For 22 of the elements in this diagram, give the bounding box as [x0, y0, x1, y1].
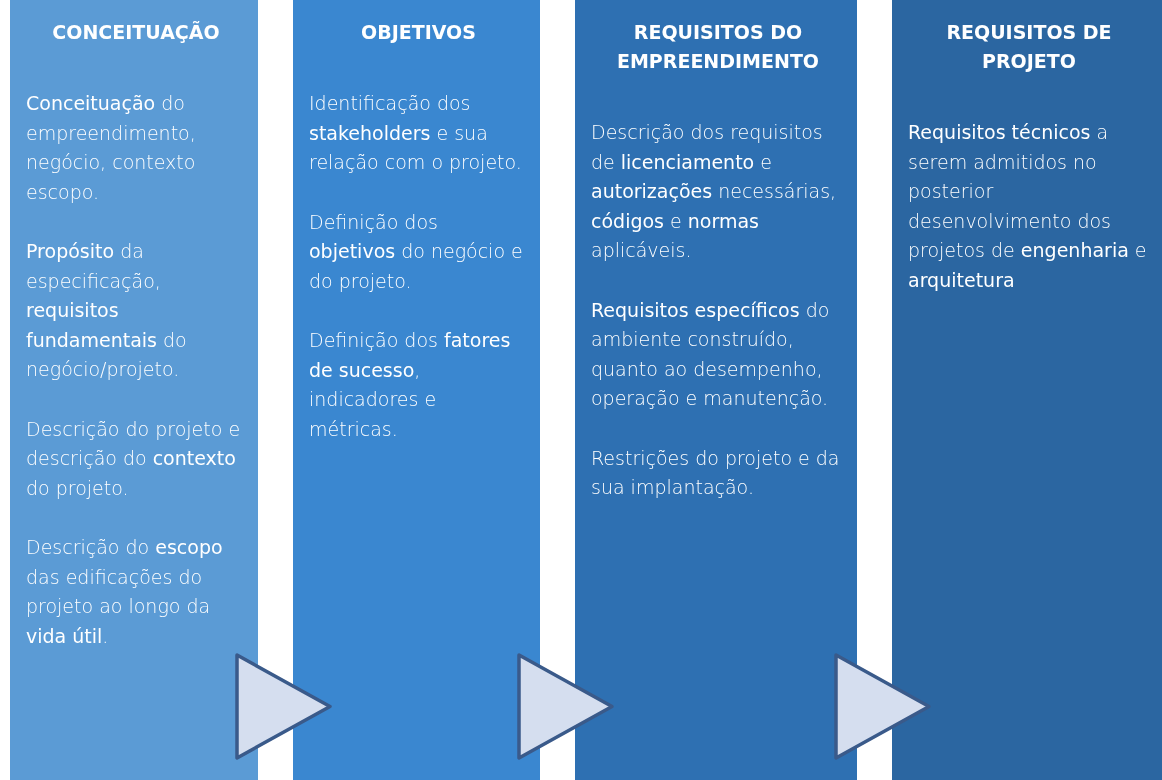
- column-heading: CONCEITUAÇÃO: [51, 20, 221, 45]
- column-heading: OBJETIVOS: [360, 20, 477, 45]
- description-text: Propósito da especificação, requisitos fundamentais do negócio/projeto.: [26, 239, 188, 382]
- description-text: Definição dos fatores de sucesso, indicadores e métricas.: [309, 328, 512, 442]
- description-text: Conceituação do empreendimento, negócio, contexto escopo.: [26, 91, 197, 205]
- column-heading: REQUISITOS DE PROJETO: [945, 20, 1113, 74]
- description-text: Descrição do escopo das edificações do projeto ao longo da vida útil.: [26, 535, 224, 649]
- stage-column: [575, 0, 857, 780]
- stage-column: [10, 0, 258, 780]
- description-text: Restrições do projeto e da sua implantação.: [591, 445, 841, 500]
- stage-column: [892, 0, 1162, 780]
- stage-column: [293, 0, 540, 780]
- chevron-arrow: [235, 653, 332, 760]
- description-text: Identificação dos stakeholders e sua relação com o projeto.: [309, 91, 523, 175]
- column-heading: REQUISITOS DO EMPREENDIMENTO: [615, 20, 820, 74]
- description-text: Descrição dos requisitos de licenciamento e autorizações necessárias, códigos e normas aplicáveis.: [591, 120, 838, 263]
- chevron-arrow: [517, 653, 614, 760]
- description-text: Descrição do projeto e descrição do contexto do projeto.: [26, 416, 242, 501]
- description-text: Requisitos técnicos a serem admitidos no posterior desenvolvimento dos projetos de engenharia e arquitetura: [908, 120, 1148, 293]
- chevron-arrow: [834, 653, 931, 760]
- description-text: Requisitos específicos do ambiente construído, quanto ao desempenho, operação e manutenção.: [591, 297, 831, 411]
- description-text: Definição dos objetivos do negócio e do projeto.: [309, 209, 524, 294]
